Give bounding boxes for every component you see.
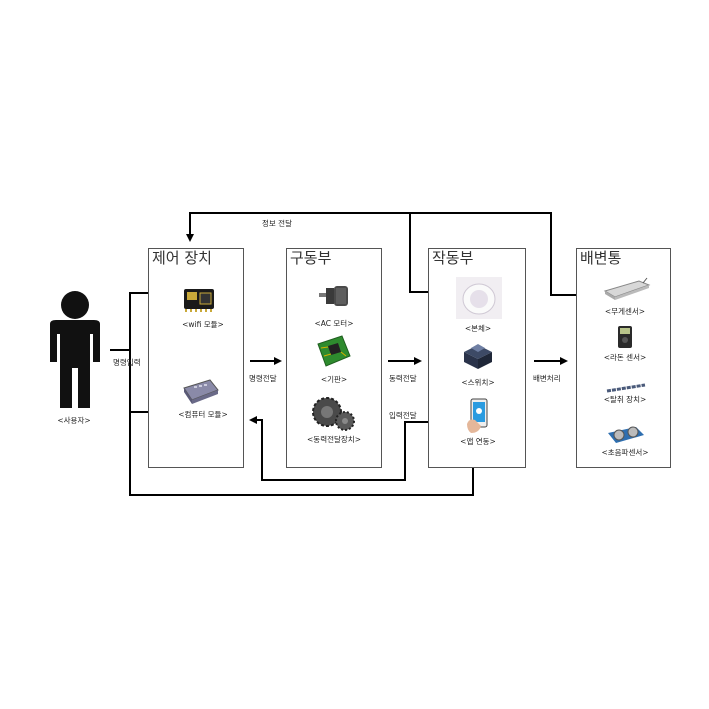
user-label: <사용자>	[57, 416, 91, 425]
radon-sensor-icon	[617, 325, 633, 353]
switch-icon	[461, 340, 495, 376]
computer-module-icon	[180, 378, 220, 408]
wifi-module-label: <wifi 모듈>	[182, 320, 224, 329]
gear-icon	[311, 394, 355, 436]
ac-motor-label: <AC 모터>	[314, 319, 354, 328]
ac-motor-icon	[318, 284, 350, 314]
power-flow-label: 동력전달	[389, 374, 417, 383]
app-link-label: <앱 연동>	[460, 437, 496, 446]
info-flow-label: 정보 전달	[262, 219, 292, 228]
body-device-icon	[456, 277, 502, 323]
command-input-label: 명령입력	[113, 358, 141, 367]
wifi-module-icon	[182, 285, 216, 317]
command-flow-label: 명령전달	[249, 374, 277, 383]
input-flow-label: 입력전달	[389, 411, 417, 420]
action-box-title: 작동부	[432, 249, 474, 267]
drive-box-title: 구동부	[290, 249, 332, 267]
process-flow-label: 배변처리	[533, 374, 561, 383]
circuit-board-label: <기판>	[320, 375, 348, 384]
input-feedback-line	[249, 416, 455, 481]
app-loop-line	[129, 412, 477, 496]
control-box: 제어 장치	[148, 248, 244, 468]
switch-label: <스위치>	[461, 378, 495, 387]
computer-module-label: <컴퓨터 모듈>	[178, 410, 228, 419]
ultrasonic-sensor-label: <초음파센서>	[601, 448, 649, 457]
control-box-title: 제어 장치	[152, 249, 212, 267]
person-icon	[50, 291, 100, 408]
weight-sensor-label: <무게센서>	[604, 307, 646, 316]
weight-sensor-icon	[603, 277, 651, 305]
deodorizer-label: <탈취 장치>	[603, 395, 647, 404]
radon-sensor-label: <라돈 센서>	[603, 353, 647, 362]
body-device-label: <본체>	[464, 324, 492, 333]
ultrasonic-sensor-icon	[606, 425, 646, 449]
deodorizer-icon	[605, 379, 647, 398]
power-transmission-label: <동력전달장치>	[307, 435, 361, 444]
phone-app-icon	[465, 398, 493, 438]
toilet-box-title: 배변통	[580, 249, 622, 267]
circuit-board-icon	[316, 334, 352, 372]
user-figure	[44, 290, 106, 412]
